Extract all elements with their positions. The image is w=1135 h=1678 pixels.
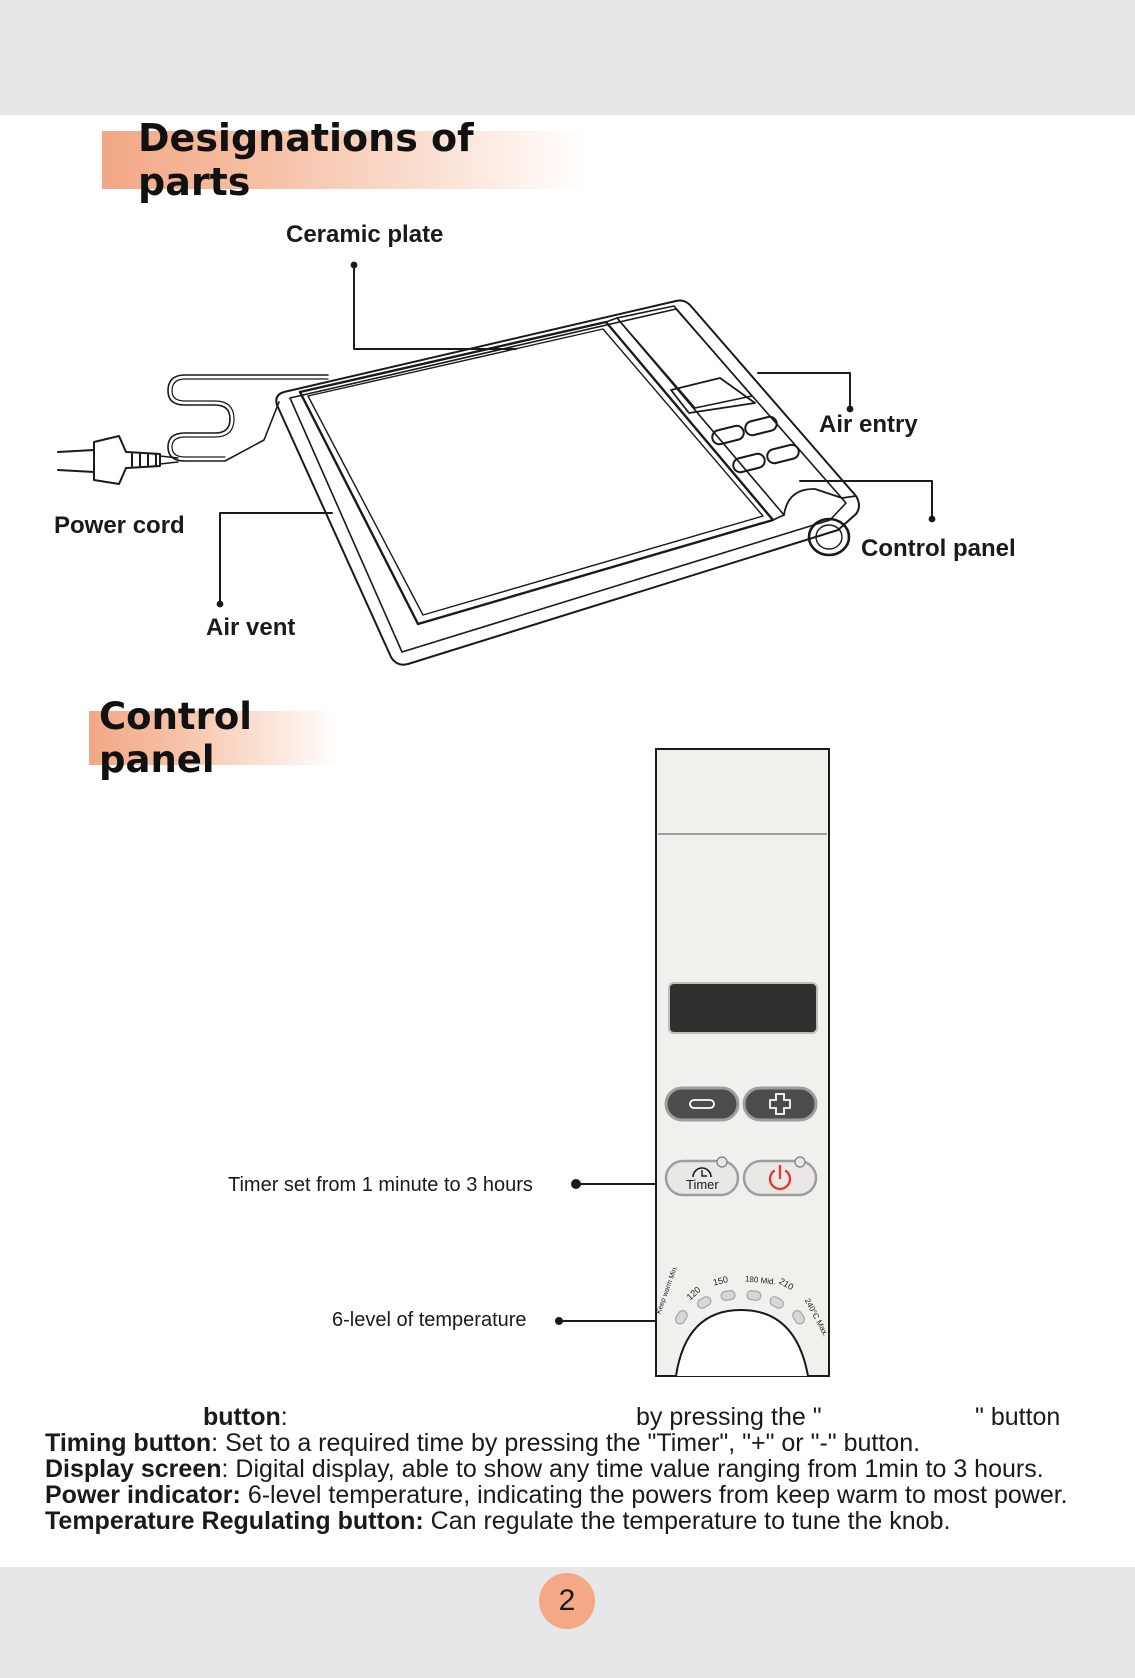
leader-control-panel [799,480,933,518]
control-panel-detail: Keep warm Min. 120 150 180 Mid. 210 240°… [555,748,830,1377]
power-icon [768,1169,792,1191]
plus-button [742,1086,818,1122]
scale-label: 150 [712,1274,729,1287]
scale-label: 180 Mid. [745,1274,776,1286]
leader-air-entry [757,372,851,408]
cooker-body [275,299,860,666]
leader-ceramic-plate [353,266,517,350]
timer-indicator-light [716,1156,728,1168]
description-power-button: button: by pressing the " " button [203,1403,1061,1431]
callout-temperature: 6-level of temperature [332,1309,527,1331]
description-text: " button [975,1403,1061,1431]
button-sketch [732,452,766,474]
label-power-cord: Power cord [54,512,185,539]
timer-icon [692,1167,712,1178]
label-air-vent: Air vent [206,614,296,641]
temperature-indicator-light [769,1296,785,1309]
page-number-badge: 2 [539,1573,595,1629]
label-air-entry: Air entry [819,411,918,438]
label-ceramic-plate: Ceramic plate [286,221,444,248]
label-control-panel: Control panel [861,535,1016,562]
timer-button [664,1159,740,1197]
temperature-knob-arc [675,1308,809,1377]
temperature-indicator-light [792,1310,806,1325]
button-sketch [766,443,800,465]
power-plug-icon [93,435,161,485]
ceramic-plate [298,320,775,626]
timer-button-label: Timer [686,1177,719,1192]
callout-timer: Timer set from 1 minute to 3 hours [228,1174,533,1196]
temperature-indicator-light [746,1290,762,1301]
temperature-indicator-light [720,1290,736,1301]
description-timing-button: Timing button: Set to a required time by… [45,1429,921,1457]
button-sketch [711,424,745,446]
display-screen [668,982,818,1034]
power-indicator-light [794,1156,806,1168]
description-term: button [203,1403,281,1431]
power-cord [167,374,329,462]
description-temperature-button: Temperature Regulating button: Can regul… [45,1507,951,1535]
leader-air-vent [219,512,333,603]
minus-button [664,1086,740,1122]
top-band [0,0,1135,115]
temperature-indicator-light [674,1310,688,1325]
description-text: by pressing [636,1403,764,1431]
control-knob [807,517,851,557]
button-sketch [744,415,778,437]
description-text: the " [771,1403,822,1431]
description-display-screen: Display screen: Digital display, able to… [45,1455,1044,1483]
description-list: button: by pressing the " " button Timin… [45,1404,1125,1534]
description-power-indicator: Power indicator: 6-level temperature, in… [45,1481,1068,1509]
temperature-indicator-light [696,1296,712,1309]
display-window [670,377,756,414]
